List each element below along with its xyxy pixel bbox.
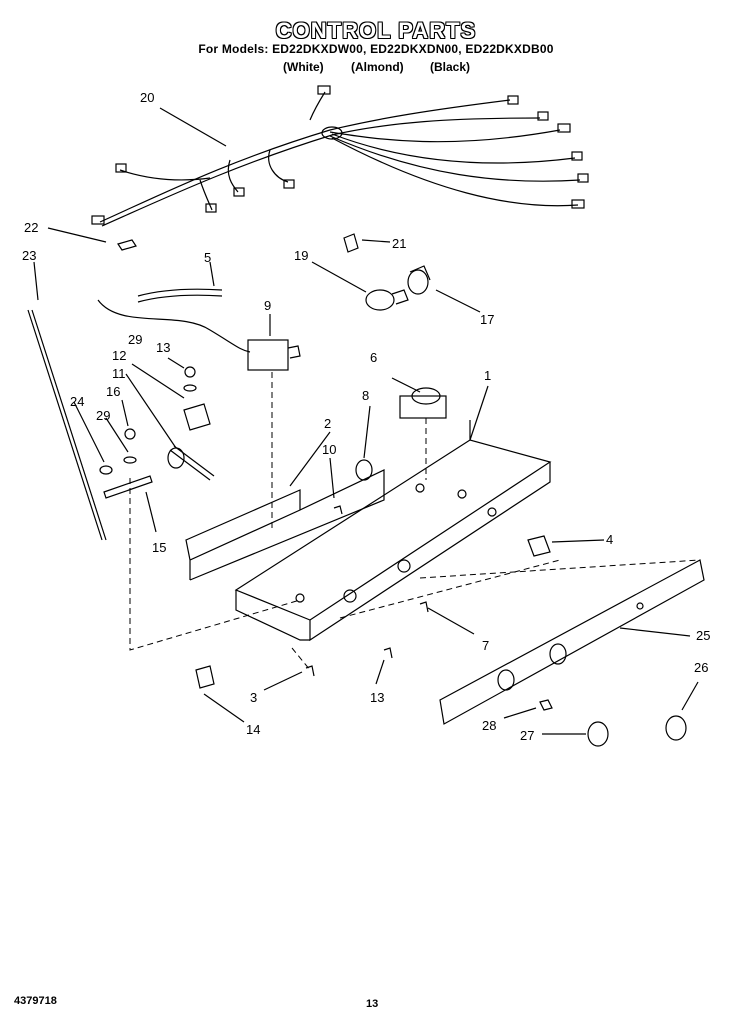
wire-clip <box>117 239 137 251</box>
screw <box>383 647 393 659</box>
callout-20: 20 <box>140 90 154 105</box>
callout-19: 19 <box>294 248 308 263</box>
callout-labels: 20 22 23 5 21 19 17 9 29 13 12 11 16 24 … <box>22 90 710 743</box>
callout-15: 15 <box>152 540 166 555</box>
control-shaft <box>169 445 215 481</box>
light-bulb <box>365 289 409 311</box>
callout-23: 23 <box>22 248 36 263</box>
washer <box>123 456 137 464</box>
callout-24: 24 <box>70 394 84 409</box>
callout-5: 5 <box>204 250 211 265</box>
damper-control <box>399 387 447 419</box>
callout-2: 2 <box>324 416 331 431</box>
callout-22: 22 <box>24 220 38 235</box>
callout-16: 16 <box>106 384 120 399</box>
insulation-tube <box>137 288 223 297</box>
callout-29b: 29 <box>96 408 110 423</box>
page-title: CONTROL PARTS <box>275 18 477 43</box>
screw <box>184 366 196 378</box>
screw <box>333 505 343 515</box>
alignment-lines <box>129 372 701 671</box>
callout-14: 14 <box>246 722 260 737</box>
callout-27: 27 <box>520 728 534 743</box>
callout-7: 7 <box>482 638 489 653</box>
control-knob <box>665 715 687 741</box>
color-black-label: (Black) <box>430 60 471 74</box>
washer <box>183 384 197 392</box>
models-line: For Models: ED22DKXDW00, ED22DKXDN00, ED… <box>198 42 554 56</box>
callout-21: 21 <box>392 236 406 251</box>
color-almond-label: (Almond) <box>351 60 404 74</box>
callout-28: 28 <box>482 718 496 733</box>
callout-26: 26 <box>694 660 708 675</box>
screw <box>305 665 315 677</box>
callout-10: 10 <box>322 442 336 457</box>
control-panel <box>439 559 705 725</box>
callout-9: 9 <box>264 298 271 313</box>
callout-8: 8 <box>362 388 369 403</box>
callout-4: 4 <box>606 532 613 547</box>
callout-3: 3 <box>250 690 257 705</box>
screw <box>419 601 429 613</box>
control-housing <box>234 420 552 642</box>
control-rod <box>27 309 103 541</box>
callout-12: 12 <box>112 348 126 363</box>
rod-clip <box>99 465 113 475</box>
control-bracket <box>185 469 385 581</box>
leader-lines <box>33 107 699 735</box>
callout-1: 1 <box>484 368 491 383</box>
rod-support <box>103 475 153 499</box>
control-knob <box>587 721 609 747</box>
light-bracket <box>343 233 359 253</box>
indicator <box>539 699 553 711</box>
screw <box>124 428 136 440</box>
thermostat <box>97 299 301 371</box>
callout-25: 25 <box>696 628 710 643</box>
light-socket <box>407 265 431 295</box>
color-white-label: (White) <box>283 60 324 74</box>
callout-13: 13 <box>156 340 170 355</box>
bracket-clip <box>195 665 215 689</box>
doc-number: 4379718 <box>14 995 57 1007</box>
callout-6: 6 <box>370 350 377 365</box>
shaft-bracket <box>183 403 211 431</box>
light-switch <box>527 535 551 557</box>
page-number: 13 <box>366 998 379 1010</box>
callout-11: 11 <box>112 366 126 381</box>
wire-harness <box>91 85 589 227</box>
callout-13b: 13 <box>370 690 384 705</box>
callout-17: 17 <box>480 312 494 327</box>
callout-29: 29 <box>128 332 142 347</box>
